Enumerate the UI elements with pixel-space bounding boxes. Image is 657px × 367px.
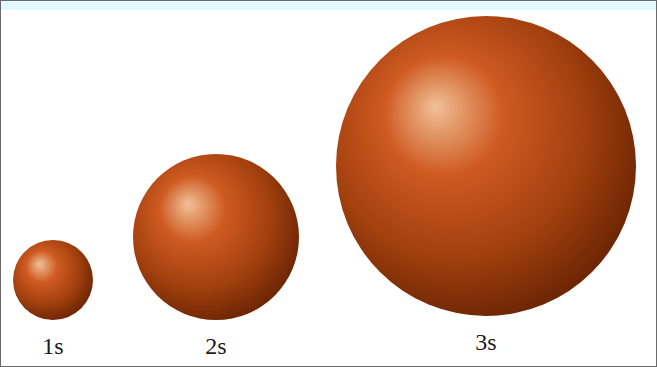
orbital-label: 3s [475, 328, 496, 356]
orbital-label: 2s [205, 332, 226, 360]
sphere [133, 154, 299, 320]
sphere [13, 240, 93, 320]
sphere-graphic [133, 154, 299, 320]
sphere-graphic [13, 240, 93, 320]
orbital-sphere: 1s [13, 240, 93, 360]
orbital-sphere: 3s [336, 16, 636, 356]
orbital-sphere: 2s [133, 154, 299, 360]
orbital-label: 1s [42, 332, 63, 360]
sphere [336, 16, 636, 316]
top-band [0, 0, 657, 10]
sphere-graphic [336, 16, 636, 316]
